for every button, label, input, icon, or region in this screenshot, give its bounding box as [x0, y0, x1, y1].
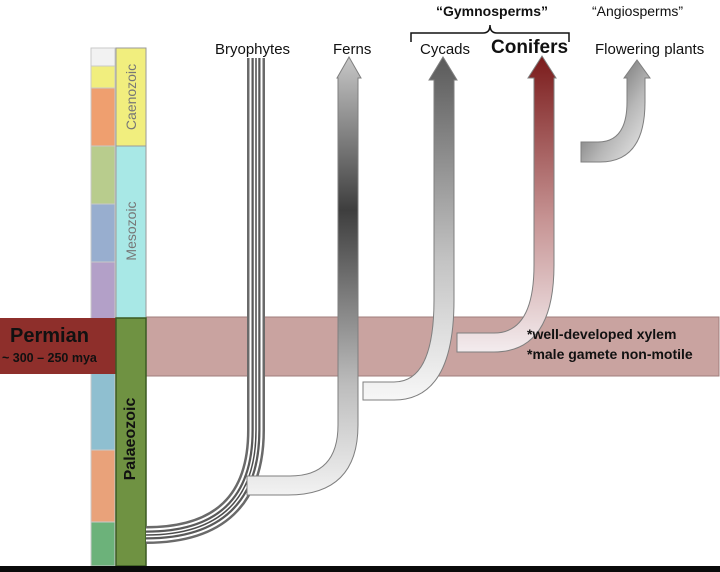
- label-conifers: Conifers: [491, 37, 569, 58]
- permian-title: Permian: [10, 325, 89, 347]
- label-caenozoic: Caenozoic: [123, 63, 139, 131]
- label-palaeozoic: Palaeozoic: [122, 397, 139, 481]
- ferns-branch: [246, 55, 362, 496]
- permian-note-xylem: *well-developed xylem: [527, 326, 677, 342]
- label-angiosperms: “Angiosperms”: [592, 3, 684, 19]
- permian-band: [114, 316, 720, 377]
- label-ferns: Ferns: [333, 41, 372, 58]
- permian-range: ~ 300 – 250 mya: [2, 351, 97, 365]
- label-mesozoic: Mesozoic: [123, 201, 139, 261]
- conifers-branch: [456, 55, 557, 353]
- geologic-column: [90, 47, 116, 567]
- permian-box: [0, 318, 118, 374]
- label-bryophytes: Bryophytes: [215, 41, 291, 58]
- bottom-edge-bar: [0, 566, 720, 572]
- bryophytes-branch: [145, 58, 265, 544]
- label-flowering-plants: Flowering plants: [595, 41, 705, 58]
- caenozoic-block: [115, 47, 147, 147]
- mesozoic-block: [115, 145, 147, 319]
- permian-note-gamete: *male gamete non-motile: [527, 346, 693, 362]
- label-cycads: Cycads: [420, 41, 471, 58]
- cycads-branch: [362, 56, 458, 401]
- flowering-branch: [580, 59, 651, 163]
- label-gymnosperms: “Gymnosperms”: [436, 3, 549, 19]
- gymnosperms-bracket: [410, 24, 570, 42]
